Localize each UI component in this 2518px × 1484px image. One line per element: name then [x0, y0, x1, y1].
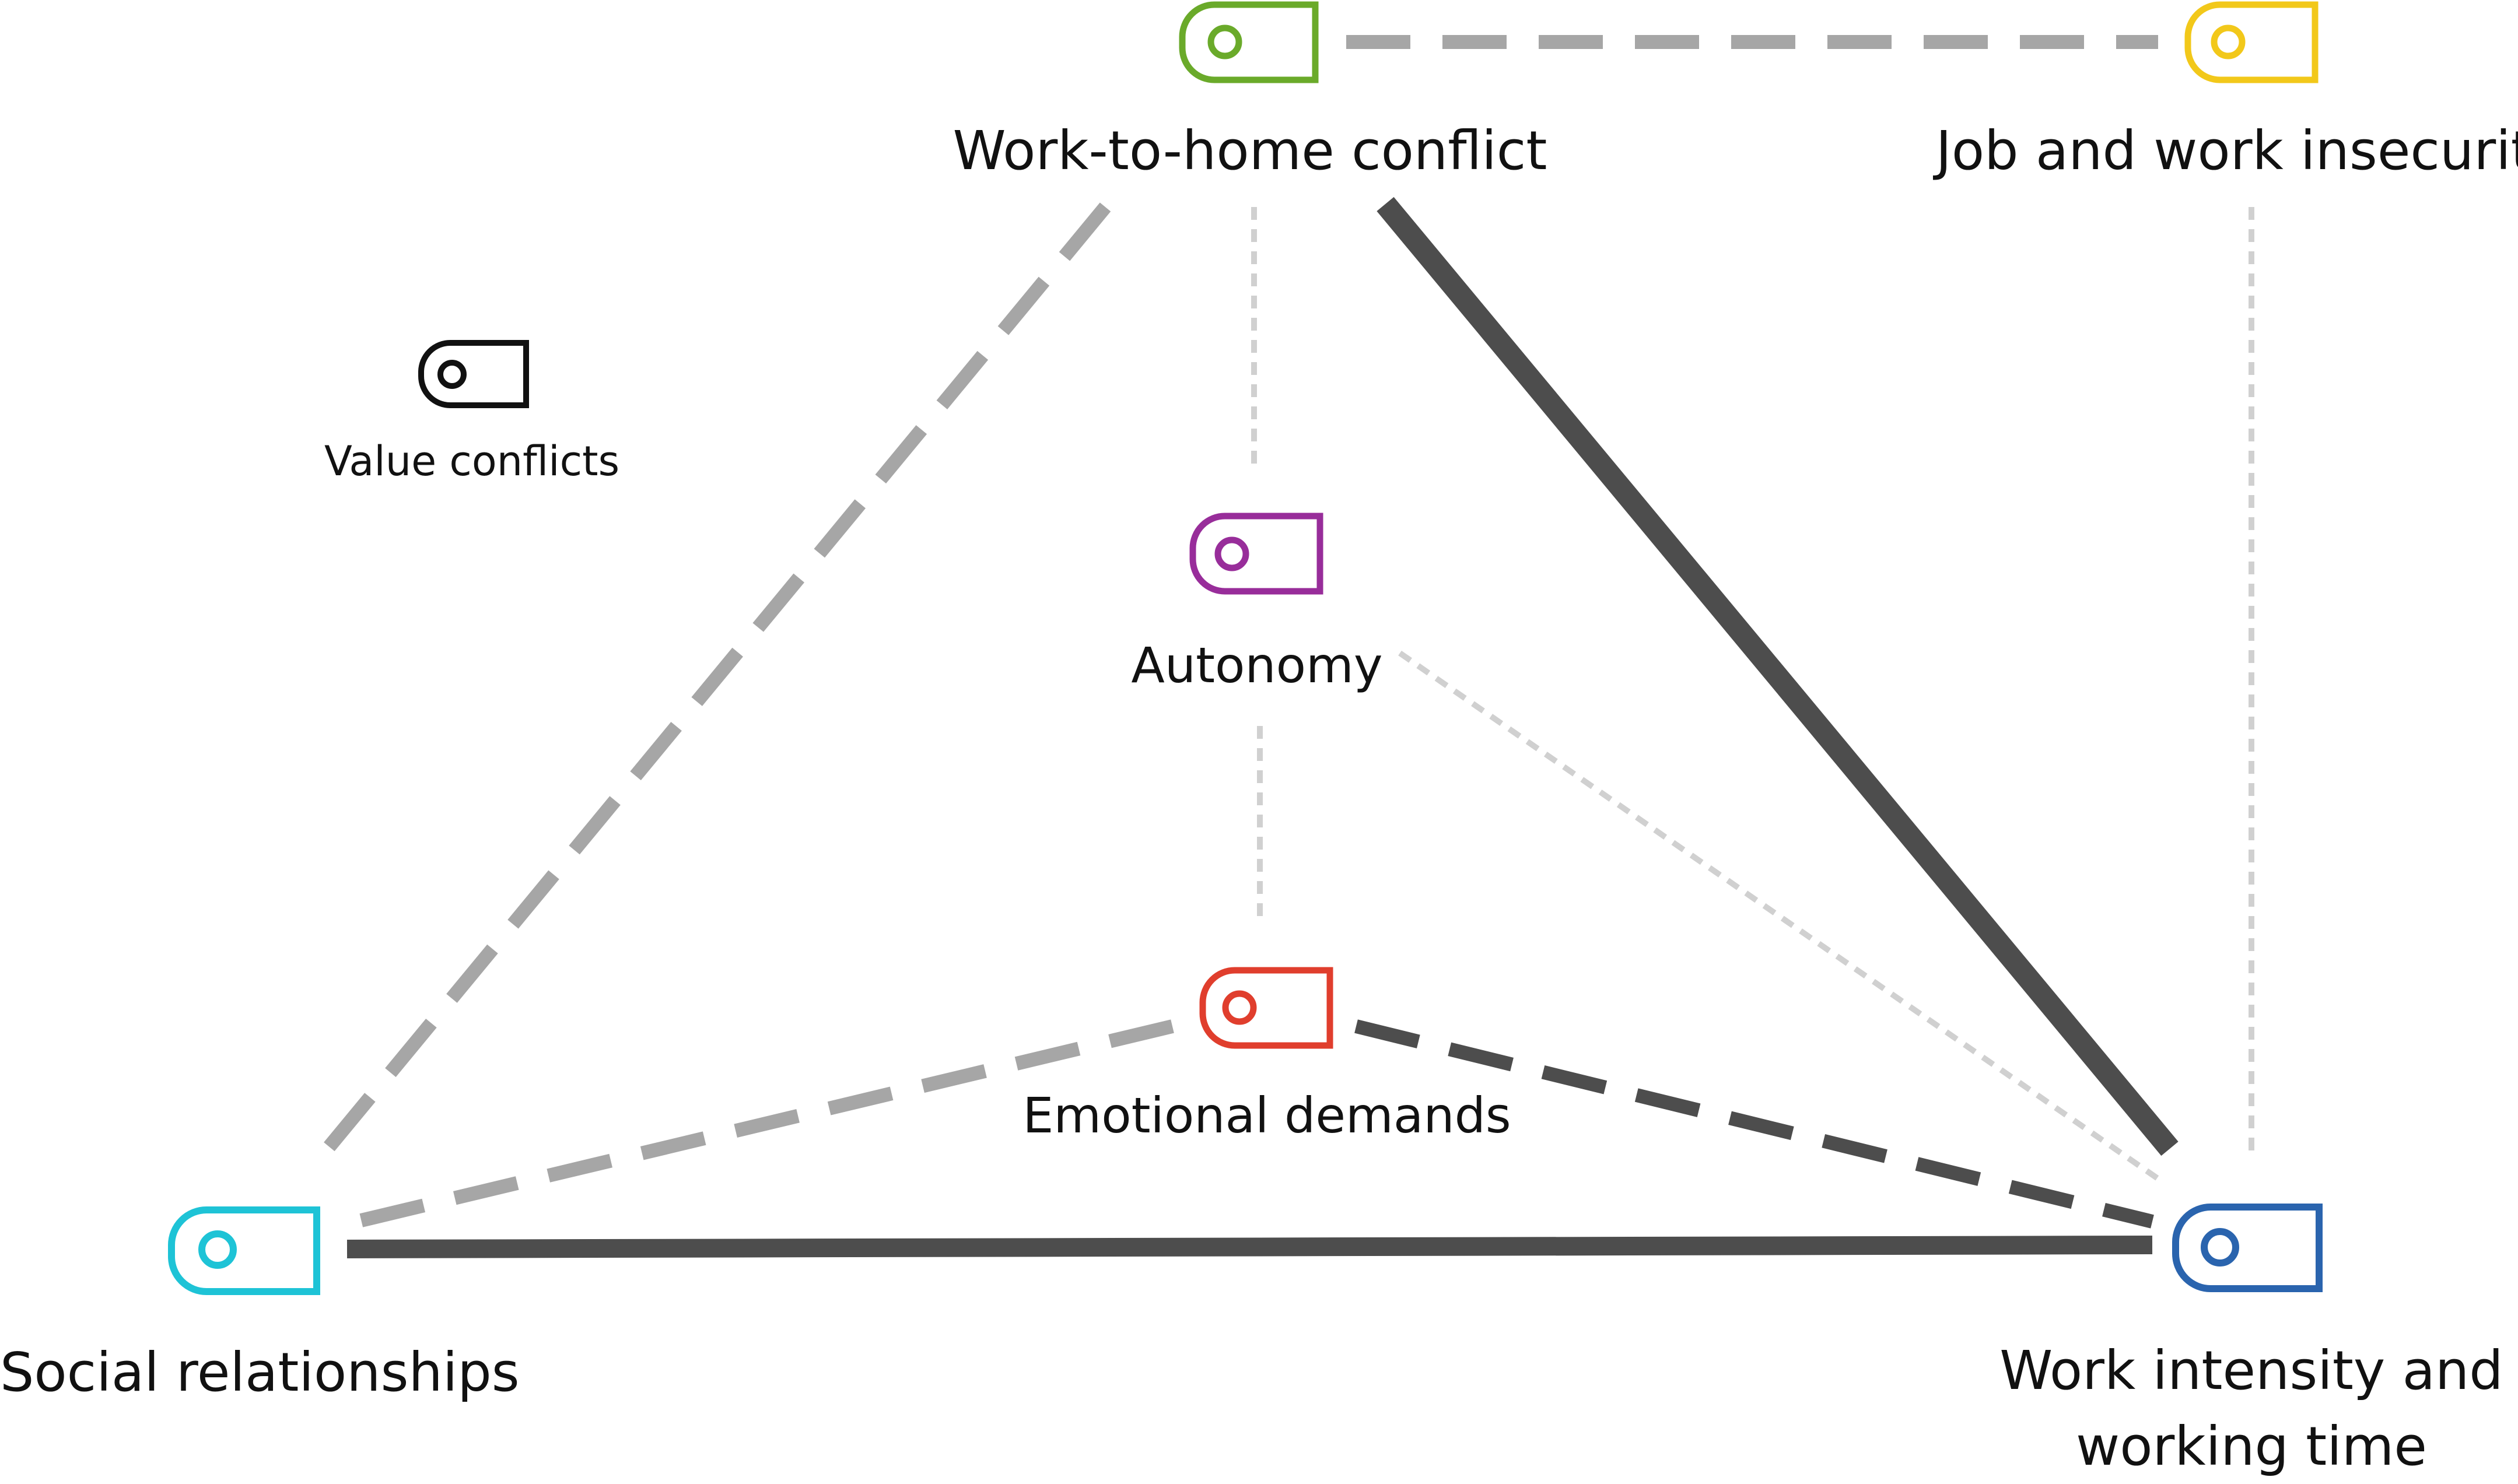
edge-emotional-demands-work-intensity — [1354, 1019, 2154, 1229]
node-label-line2: working time — [2076, 1415, 2427, 1478]
edge-work-to-home-conflict-work-intensity — [1377, 197, 2179, 1156]
tag-hole — [1207, 24, 1242, 59]
tag-hole — [1214, 536, 1249, 571]
node-emotional-demands: Emotional demands — [1022, 967, 1511, 1144]
tag-icon — [1179, 1, 1319, 83]
edge-work-to-home-conflict-social-relationships — [318, 202, 1111, 1158]
node-job-and-work-insecurity: Job and work insecurity — [1933, 1, 2518, 182]
tag-hole — [2201, 1228, 2239, 1267]
tag-icon — [418, 340, 529, 408]
node-label: Autonomy — [1131, 637, 1382, 694]
node-label: Value conflicts — [324, 437, 619, 485]
tag-icon — [1199, 967, 1333, 1049]
tag-hole — [2211, 24, 2246, 59]
tag-icon — [2184, 1, 2319, 83]
tag-hole — [1222, 990, 1257, 1025]
node-label: Work-to-home conflict — [953, 120, 1547, 182]
tag-hole — [437, 360, 467, 389]
node-work-intensity-and-working-time: Work intensity and working time — [1999, 1204, 2503, 1478]
node-label: Emotional demands — [1022, 1087, 1511, 1144]
node-label-line1: Work intensity and — [1999, 1339, 2503, 1402]
edge-autonomy-work-intensity — [1398, 650, 2163, 1184]
node-label: Social relationships — [0, 1341, 520, 1404]
tag-hole — [198, 1230, 237, 1269]
edge-emotional-demands-social-relationships — [342, 1019, 1174, 1232]
node-work-to-home-conflict: Work-to-home conflict — [953, 1, 1547, 182]
node-social-relationships: Social relationships — [0, 1206, 520, 1404]
tag-icon — [2172, 1204, 2323, 1292]
tag-icon — [1189, 513, 1323, 595]
node-value-conflicts: Value conflicts — [324, 340, 619, 485]
node-autonomy: Autonomy — [1131, 513, 1383, 694]
edge-social-relationships-work-intensity — [346, 1236, 2153, 1258]
node-label: Job and work insecurity — [1933, 120, 2518, 182]
tag-icon — [168, 1206, 320, 1295]
